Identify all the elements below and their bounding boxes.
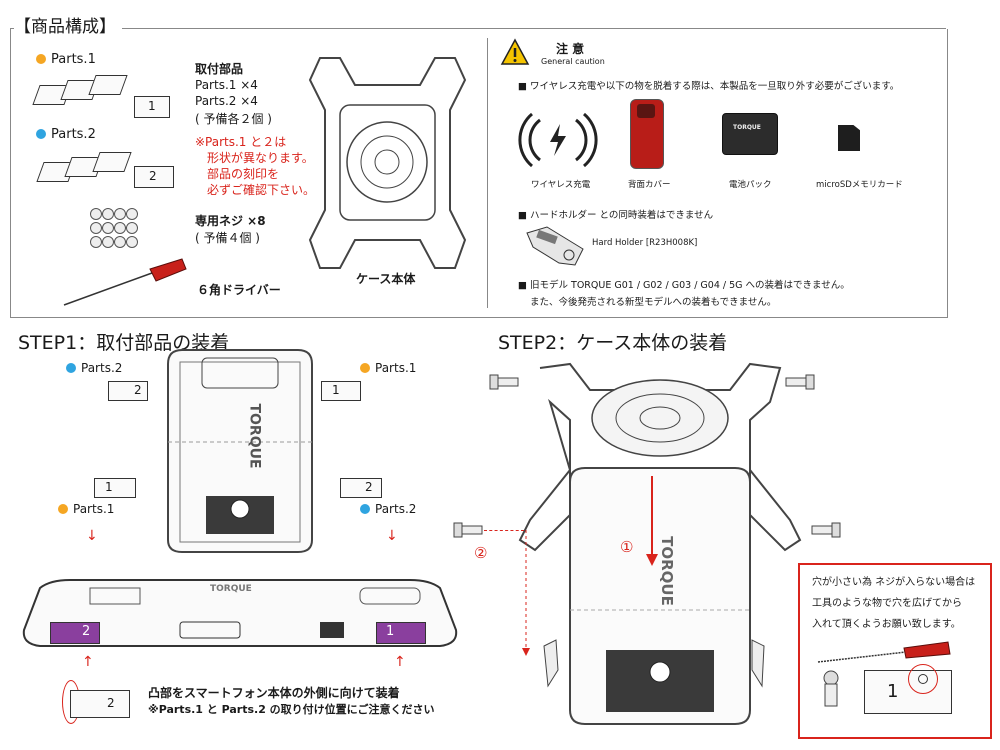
caution-title: 注 意 [556,42,585,56]
tip-line3: 入れて頂くようお願い致します。 [812,619,961,630]
tip-line1: 穴が小さい為 ネジが入らない場合は [812,577,976,588]
step1-arrow-down-right: ↓ [386,528,398,544]
step1-parts1-top: Parts.1 [360,361,416,375]
warning-icon [500,38,530,65]
parts-note4: 必ずご確認下さい。 [207,183,316,197]
step1-arrow-up-left: ↑ [82,654,94,670]
phone-back-illustration [167,349,313,553]
step2-marker-2: ② [474,544,488,562]
driver-label: ６角ドライバー [197,283,281,297]
step1-part1-mid: 1 [94,478,136,498]
caution-subtitle: General caution [541,57,605,66]
parts-note3: 部品の刻印を [207,167,280,181]
screw-icon-right-mid [811,522,841,538]
hard-holder-icon [526,226,584,266]
parts-note2: 形状が異なります。 [207,151,314,165]
page-title: 【商品構成】 [14,12,122,37]
parts-list-line2: Parts.2 ×4 [195,94,258,108]
step2-title: STEP2：ケース本体の装着 [498,332,728,354]
case-body-label: ケース本体 [356,272,416,286]
parts-note1: ※Parts.1 と２は [195,135,287,149]
tip-hole [918,674,928,684]
screw-icon-left-top [489,374,519,390]
tip-hole-highlight [908,664,938,694]
parts1-label: Parts.1 [36,52,96,67]
tip-screw-icon [823,670,839,707]
step1-slot-right [376,622,426,644]
step1-note1: 凸部をスマートフォン本体の外側に向けて装着 [148,686,400,700]
back-cover-detail [637,104,655,118]
parts2-dot [36,129,46,139]
case-body-illustration [308,57,467,269]
caution-item-battery: 電池パック [729,180,772,190]
title-rule [132,28,946,29]
parts-list-line1: Parts.1 ×4 [195,78,258,92]
step1-slot-left-number: 2 [82,624,91,639]
step1-parts1-left: Parts.1 [58,502,114,516]
part1-number: 1 [148,99,156,113]
caution-item-wireless: ワイヤレス充電 [531,180,591,190]
step1-title: STEP1：取付部品の装着 [18,332,230,354]
screw-spare: ( 予備４個 ) [195,231,260,245]
hex-driver-icon [63,258,187,306]
contents-divider [487,38,488,308]
step1-parts2-top: Parts.2 [66,361,122,375]
step1-part2-bottom: 2 [70,690,130,718]
part2-number: 2 [149,169,157,183]
screw-guide-line [484,530,524,531]
step1-parts2-right: Parts.2 [360,502,416,516]
phone-bottom-brand: TORQUE [210,584,252,594]
step2-brand: TORQUE [657,536,676,606]
caution-item-back-cover: 背面カバー [628,180,671,190]
caution-line3: ■ 旧モデル TORQUE G01 / G02 / G03 / G04 / 5G… [518,280,850,291]
caution-line4: また、今後発売される新型モデルへの装着もできません。 [530,297,777,308]
wireless-charge-icon [518,112,598,168]
hard-holder-label: Hard Holder [R23H008K] [592,238,698,248]
step1-part1-top: 1 [321,381,361,401]
case-on-phone-illustration [518,362,802,725]
parts1-dot [36,54,46,64]
tip-tool-icon [817,641,951,663]
step1-slot-left [50,622,100,644]
caution-item-microsd: microSDメモリカード [816,180,903,190]
parts-list-line3: ( 予備各２個 ) [195,112,272,126]
screw-icon-right-top [785,374,815,390]
battery-pack-icon [722,113,778,155]
step1-part2-top: 2 [108,381,148,401]
parts-list-title: 取付部品 [195,62,244,76]
caution-line2: ■ ハードホルダー との同時装着はできません [518,210,714,221]
step1-arrow-up-right: ↑ [394,654,406,670]
battery-brand: TORQUE [733,124,761,131]
phone-bottom-illustration [22,579,458,647]
phone-back-brand: TORQUE [246,403,263,469]
step1-slot-right-number: 1 [386,624,395,639]
screw-title: 専用ネジ ×8 [195,214,266,228]
tip-line2: 工具のような物で穴を広げてから [812,598,962,609]
step1-arrow-down-left: ↓ [86,528,98,544]
screw-icon-left-mid [453,522,483,538]
parts2-label: Parts.2 [36,127,96,142]
microsd-icon [838,125,860,151]
step1-part2-mid: 2 [340,478,382,498]
caution-line1: ■ ワイヤレス充電や以下の物を脱着する際は、本製品を一旦取り外す必要がございます… [518,81,900,92]
tip-box [798,563,992,739]
step1-note2: ※Parts.1 と Parts.2 の取り付け位置にご注意ください [148,703,435,716]
step2-marker-1: ① [620,538,634,556]
